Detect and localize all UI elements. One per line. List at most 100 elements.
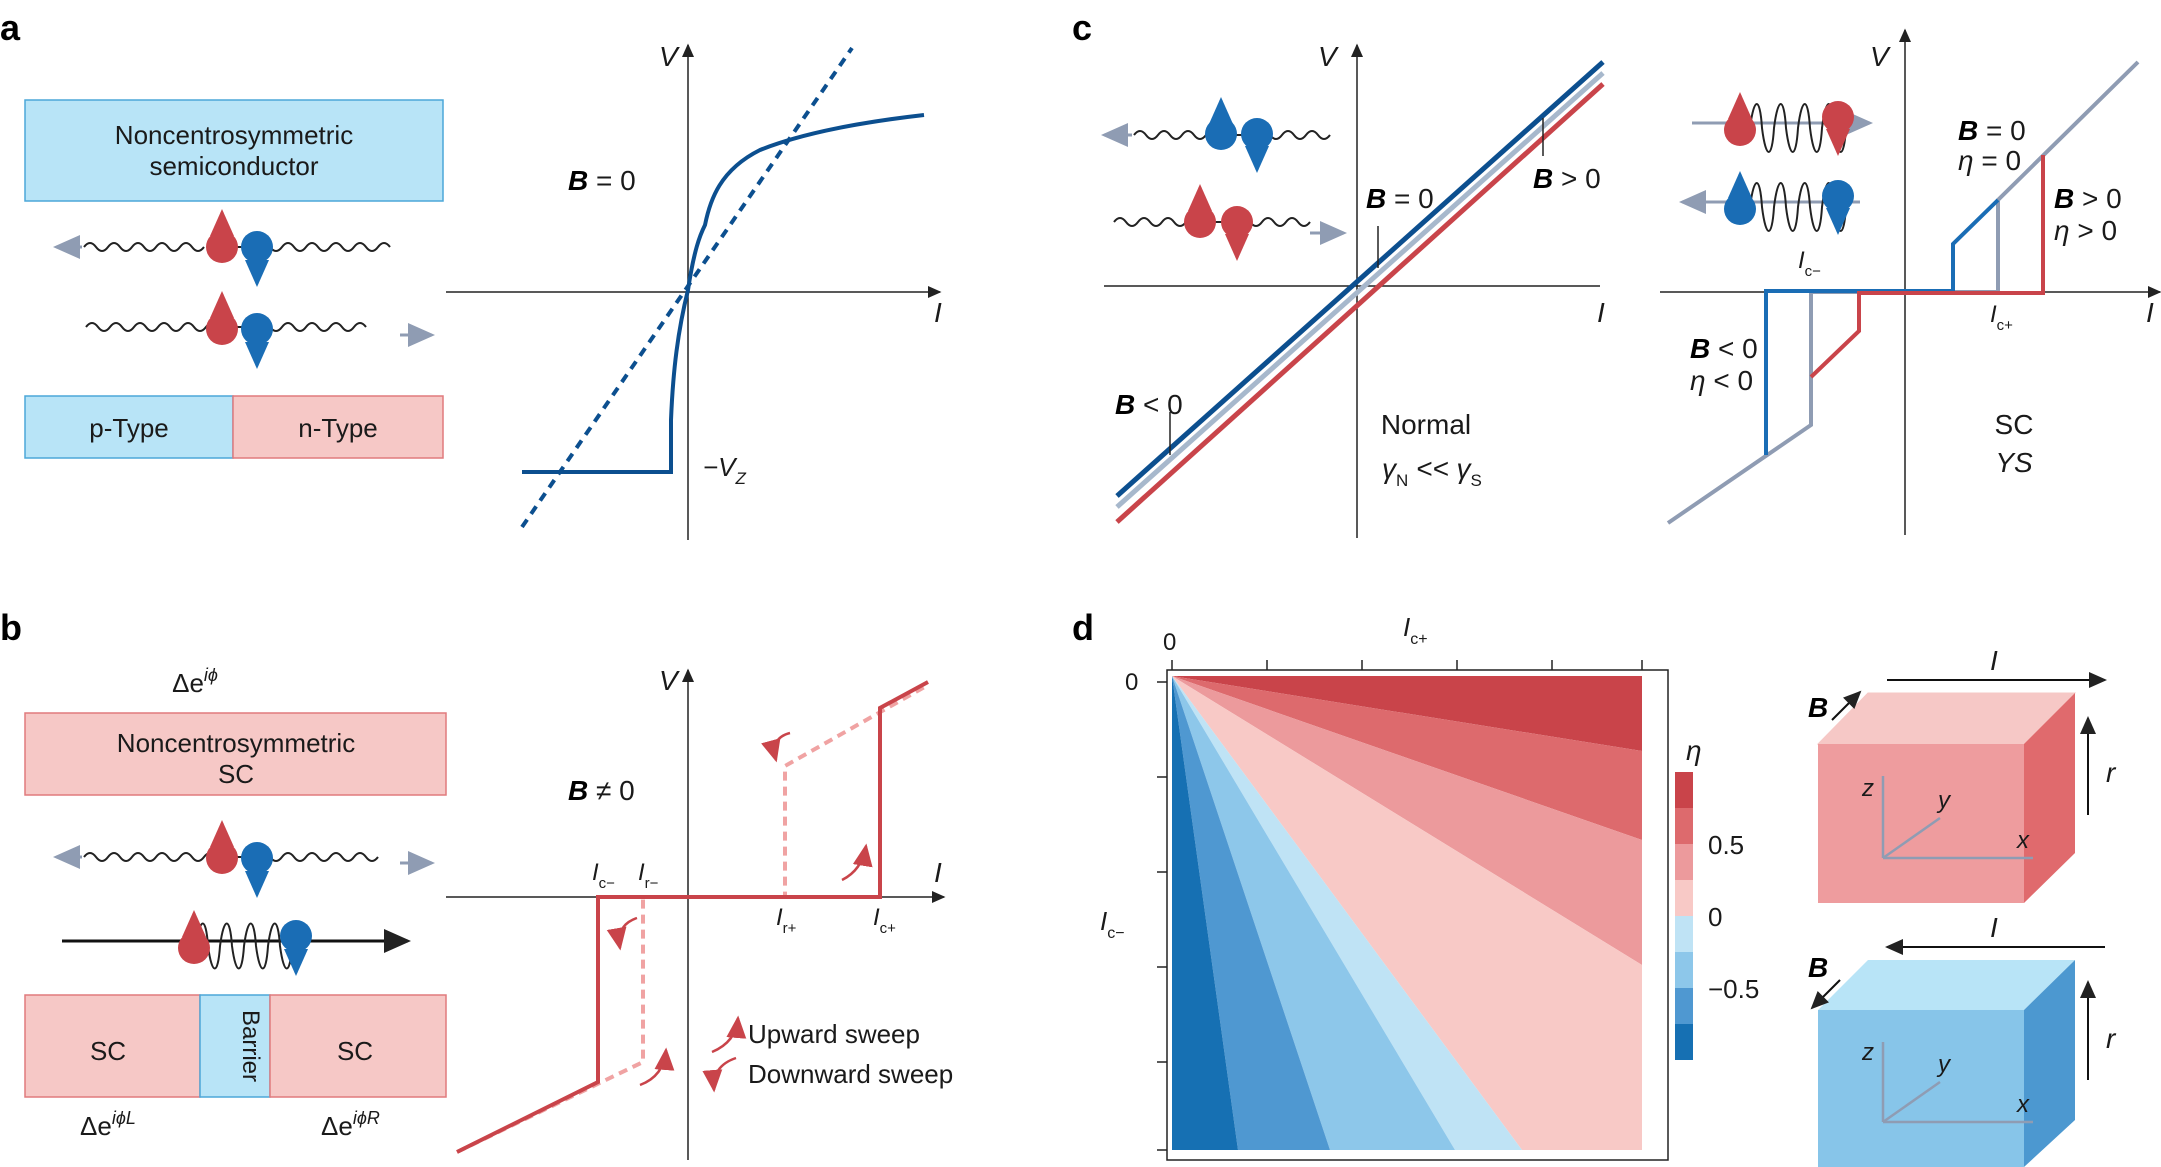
- heatmap-wedge-eta-neg1: [1172, 676, 1238, 1150]
- panel-label-b: b: [0, 607, 22, 648]
- heatmap-ticks: [1157, 660, 1643, 1151]
- panel-a: Noncentrosymmetric semiconductor p-Typ: [24, 41, 942, 540]
- spin-down-electron: [241, 842, 273, 874]
- eta-zero-sc-label: η = 0: [1958, 145, 2021, 176]
- heatmap-wedge-eta-neg0.75: [1172, 676, 1330, 1150]
- upward-sweep-curve: [456, 680, 929, 1154]
- spin-down-electron: [241, 231, 273, 263]
- semiconductor-box: [24, 99, 444, 202]
- ic-plus-label: Ic+: [873, 904, 896, 937]
- downward-sweep-legend-label: Downward sweep: [748, 1059, 953, 1089]
- noncentro-sc-label-2: SC: [218, 759, 254, 789]
- b-positive-sc-label: B > 0: [2054, 183, 2122, 214]
- wave-line: [83, 242, 205, 252]
- phase-right: ΔeiϕR: [321, 1108, 380, 1141]
- cube-r-label: r: [2106, 1023, 2117, 1054]
- gamma-relation: γN << γS: [1382, 453, 1482, 490]
- cube-r-label: r: [2106, 757, 2117, 788]
- iv-line-b-zero: [1115, 71, 1605, 509]
- panel-d: 0 0 Ic+ Ic− η 0.5 0 −0.5 I B: [1100, 612, 2117, 1167]
- heatmap-wedge-eta-0: [1172, 676, 1642, 1150]
- axis-z-label: z: [1861, 775, 1874, 802]
- i-axis-label: I: [934, 297, 942, 328]
- sc-left-label: SC: [90, 1036, 126, 1066]
- axis-x-label: x: [2016, 1091, 2030, 1118]
- sc-pair-right: [1692, 92, 1873, 156]
- p-type-box: [24, 395, 234, 459]
- v-axis-label: V: [659, 665, 680, 696]
- ir-plus-label: Ir+: [776, 904, 797, 937]
- ic-minus-label: Ic−: [592, 859, 615, 892]
- sweep-arrow: [761, 731, 791, 763]
- heatmap-wedges: [1172, 676, 1642, 1150]
- phase-left: ΔeiϕL: [80, 1108, 136, 1141]
- zero-left-label: 0: [1125, 669, 1138, 696]
- cube-current-label: I: [1990, 912, 1998, 943]
- barrier-label: Barrier: [237, 1010, 264, 1082]
- b-zero-label: B = 0: [1366, 183, 1434, 214]
- barrier-box: [199, 994, 271, 1098]
- n-type-label: n-Type: [298, 413, 378, 443]
- sweep-arrow: [606, 916, 638, 951]
- heatmap-wedge-eta-neg0.25: [1172, 676, 1522, 1150]
- axis-z-label: z: [1861, 1039, 1874, 1066]
- ys-label: YS: [1995, 447, 2033, 478]
- b-negative-sc-label: B < 0: [1690, 333, 1758, 364]
- sc-iv-b-negative: [1764, 198, 2000, 455]
- ic-minus-sc-label: Ic−: [1798, 247, 1821, 280]
- panel-label-c: c: [1072, 7, 1092, 48]
- colorbar-tick: 0: [1708, 902, 1722, 932]
- upward-sweep-legend-icon: [711, 1015, 747, 1054]
- v-axis-label-sc: V: [1870, 41, 1891, 72]
- semiconductor-label-2: semiconductor: [149, 151, 318, 181]
- normal-label: Normal: [1381, 409, 1471, 440]
- heatmap-wedge-eta-neg0.5: [1172, 676, 1455, 1150]
- normal-pair-left: [1101, 97, 1331, 173]
- colorbar-tick: −0.5: [1708, 974, 1759, 1004]
- b-zero-sc-label: B = 0: [1958, 115, 2026, 146]
- cooper-pair-right-moving: [85, 291, 435, 369]
- cube-field-label: B: [1808, 692, 1828, 723]
- b-positive-label: B > 0: [1533, 163, 1601, 194]
- cube-negative: I B r z y x: [1808, 912, 2117, 1167]
- normal-pair-right: [1113, 184, 1347, 261]
- cube-field-label: B: [1808, 952, 1828, 983]
- b-negative-label: B < 0: [1115, 389, 1183, 420]
- i-axis-label: I: [934, 857, 942, 888]
- ir-minus-label: Ir−: [638, 859, 659, 892]
- colorbar: η 0.5 0 −0.5: [1675, 735, 1759, 1060]
- ic-minus-axis-label: Ic−: [1100, 906, 1125, 942]
- vz-label: −VZ: [703, 452, 747, 488]
- v-axis-label-normal: V: [1318, 41, 1339, 72]
- sc-label: SC: [1995, 409, 2034, 440]
- ic-plus-sc-label: Ic+: [1990, 301, 2013, 334]
- axis-y-label: y: [1936, 1051, 1952, 1078]
- b-nonzero-label: B ≠ 0: [568, 775, 635, 806]
- iv-line-b-positive: [1115, 82, 1605, 524]
- i-axis-label-sc: I: [2146, 297, 2154, 328]
- b-zero-label: B = 0: [568, 165, 636, 196]
- axis-x-label: x: [2016, 827, 2030, 854]
- cooper-pair-spring: [62, 910, 411, 976]
- spin-up-electron: [206, 313, 238, 345]
- panel-label-a: a: [0, 7, 21, 48]
- spin-down-electron: [241, 313, 273, 345]
- v-axis-label: V: [659, 41, 680, 72]
- panel-b: Δeiϕ Noncentrosymmetric SC SC Barrie: [24, 665, 953, 1160]
- sc-right-label: SC: [337, 1036, 373, 1066]
- n-type-box: [232, 395, 444, 459]
- noncentro-sc-box: [24, 712, 447, 796]
- cube-current-label: I: [1990, 645, 1998, 676]
- spin-up-electron: [206, 231, 238, 263]
- spin-down-electron: [280, 920, 312, 952]
- eta-negative-sc-label: η < 0: [1690, 365, 1753, 396]
- sweep-arrow: [639, 1047, 675, 1087]
- iv-line-b-negative: [1115, 60, 1605, 498]
- eta-positive-sc-label: η > 0: [2054, 215, 2117, 246]
- p-type-label: p-Type: [89, 413, 169, 443]
- spin-up-electron: [178, 932, 210, 964]
- axis-y-label: y: [1936, 787, 1952, 814]
- ic-plus-axis-label: Ic+: [1403, 612, 1428, 648]
- i-axis-label-normal: I: [1597, 297, 1605, 328]
